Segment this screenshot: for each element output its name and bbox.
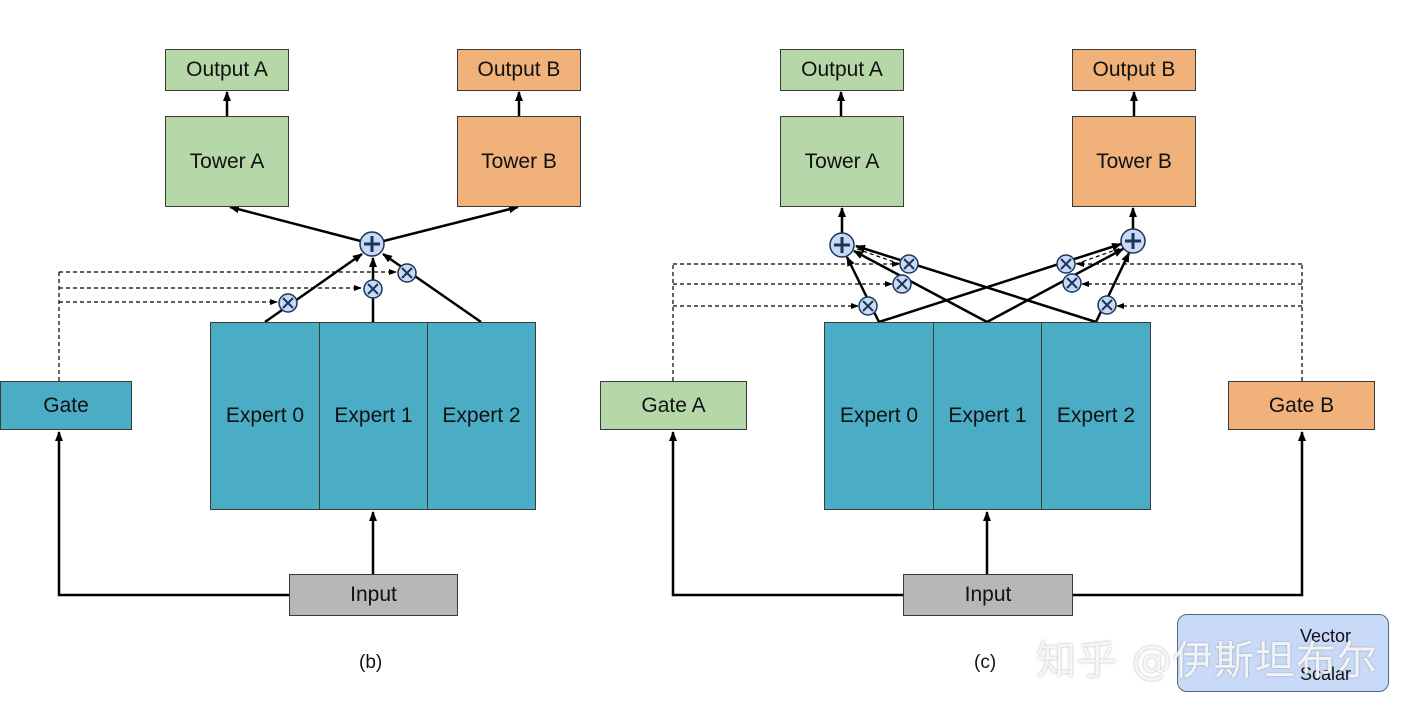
tower-a-box-c: Tower A [780, 116, 904, 207]
gate-box-b: Gate [0, 381, 132, 430]
caption-c: (c) [974, 652, 997, 673]
tower-a-box-b: Tower A [165, 116, 289, 207]
multiply-operator-c-b0 [1056, 254, 1076, 274]
expert-0-box-c: Expert 0 [824, 322, 934, 510]
tower-b-box-b: Tower B [457, 116, 581, 207]
multiply-operator-b-1 [363, 279, 383, 299]
gate-b-box-c: Gate B [1228, 381, 1375, 430]
multiply-operator-c-b1 [1062, 273, 1082, 293]
expert-1-box-b: Expert 1 [319, 322, 428, 510]
diagram-c-connectors [669, 91, 1306, 597]
expert-2-box-c: Expert 2 [1041, 322, 1151, 510]
legend [1177, 614, 1389, 692]
expert-0-box-b: Expert 0 [210, 322, 320, 510]
sum-operator-c-b [1120, 228, 1146, 254]
multiply-operator-b-2 [397, 263, 417, 283]
tower-b-box-c: Tower B [1072, 116, 1196, 207]
multiply-operator-b-0 [278, 293, 298, 313]
sum-operator-c-a [829, 232, 855, 258]
watermark: 知乎 @伊斯坦布尔 [1036, 638, 1378, 684]
legend-vector-label: Vector [1300, 626, 1352, 646]
expert-1-box-c: Expert 1 [933, 322, 1042, 510]
sum-operator-b [359, 231, 385, 257]
output-b-box-c: Output B [1072, 49, 1196, 91]
output-a-box-c: Output A [780, 49, 904, 91]
output-b-box-b: Output B [457, 49, 581, 91]
input-box-b: Input [289, 574, 458, 616]
multiply-operator-c-a2 [899, 254, 919, 274]
multiply-operator-c-a0 [858, 296, 878, 316]
multiply-operator-c-a1 [892, 274, 912, 294]
expert-2-box-b: Expert 2 [427, 322, 536, 510]
input-box-c: Input [903, 574, 1073, 616]
multiply-operator-c-b2 [1097, 295, 1117, 315]
caption-b: (b) [359, 652, 383, 673]
output-a-box-b: Output A [165, 49, 289, 91]
legend-scalar-label: Scalar [1300, 664, 1352, 684]
gate-a-box-c: Gate A [600, 381, 747, 430]
